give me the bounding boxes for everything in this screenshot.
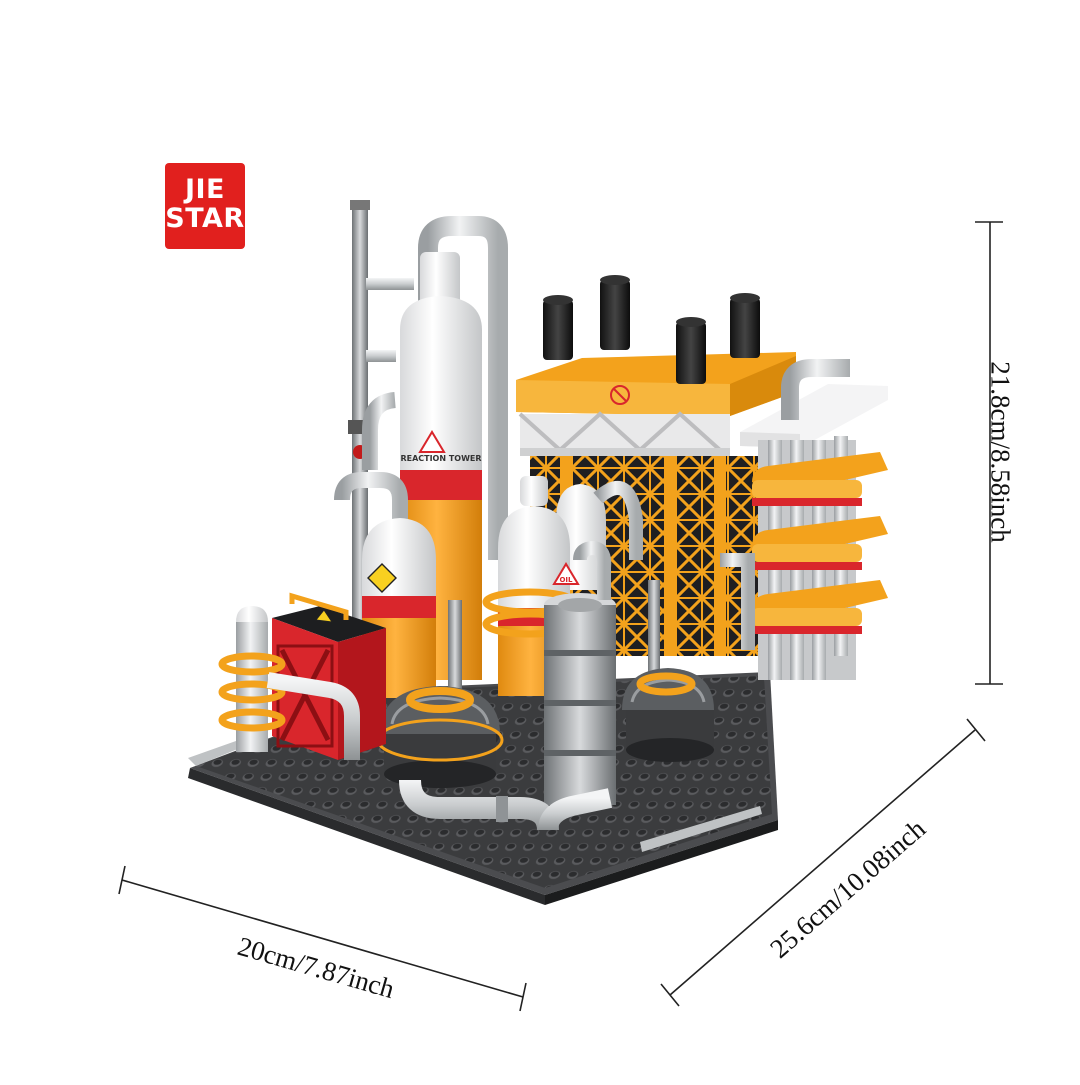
front-pipes [399, 779, 613, 831]
logo-line-2: STAR [165, 203, 245, 234]
reactor-dome-left [376, 600, 504, 788]
height-dimension-line [975, 221, 1003, 685]
flange-column-left [218, 606, 360, 760]
reaction-tower: REACTION TOWER [362, 216, 508, 680]
black-caps [543, 275, 760, 384]
reaction-tower-decal: REACTION TOWER [400, 454, 481, 463]
silver-column [544, 540, 616, 805]
width-dimension-line [118, 865, 527, 1012]
oil-decal: OIL [559, 576, 573, 584]
logo-line-1: JIE [184, 174, 226, 205]
brand-logo: JIE STAR [165, 163, 245, 249]
orange-ring-stack [752, 452, 888, 634]
cooling-tower-right [740, 359, 888, 680]
depth-dimension-line [660, 718, 986, 1007]
reactor-dome-right [622, 580, 714, 762]
height-dimension-label: 21.8cm/8.58inch [985, 361, 1016, 543]
storage-tank-middle: OIL [498, 476, 755, 696]
